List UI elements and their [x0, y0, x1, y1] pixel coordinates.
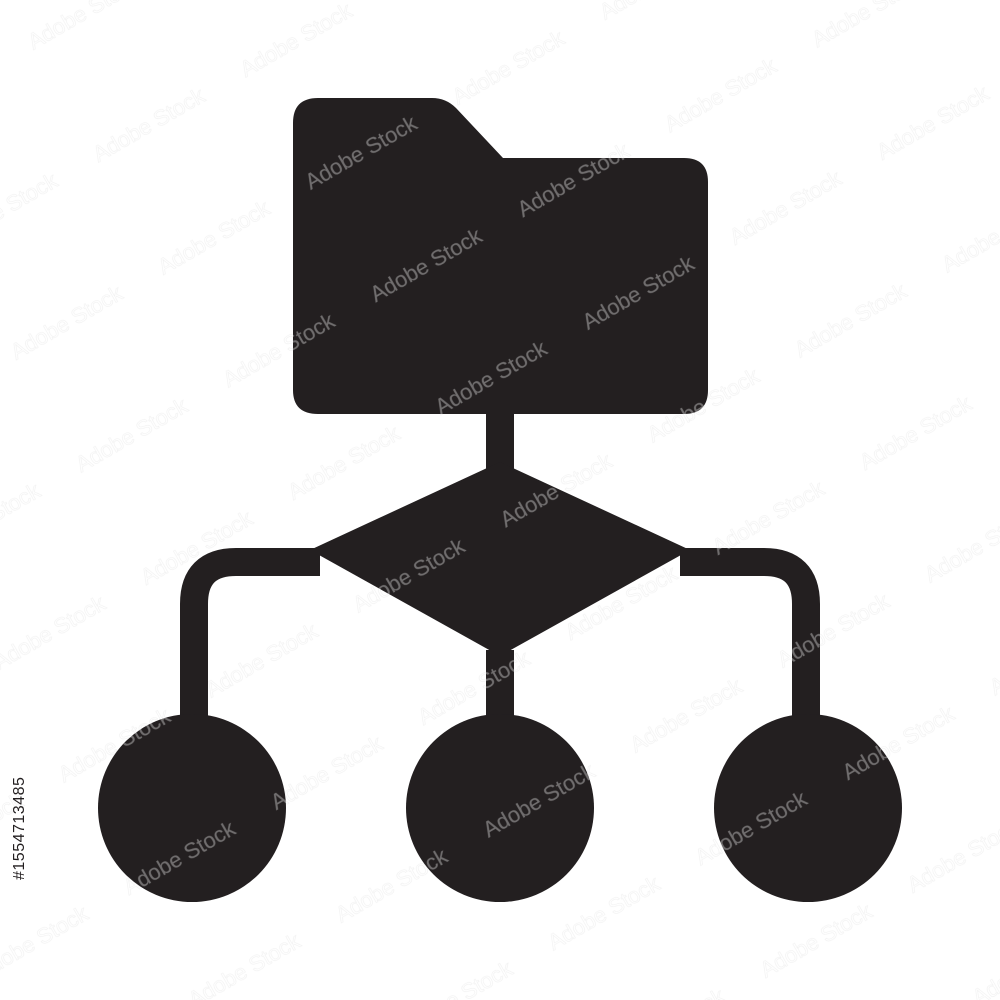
circle-node-left	[98, 714, 286, 902]
circle-node-right	[714, 714, 902, 902]
circle-node-center	[406, 714, 594, 902]
left-connector-line	[180, 548, 320, 722]
folder-icon	[293, 98, 708, 414]
folder-connector-line	[486, 412, 514, 470]
diamond-decision-node	[310, 462, 690, 656]
right-connector-line	[680, 548, 820, 722]
stock-id-label: #1554713485	[11, 776, 28, 880]
center-connector-line	[486, 650, 514, 720]
